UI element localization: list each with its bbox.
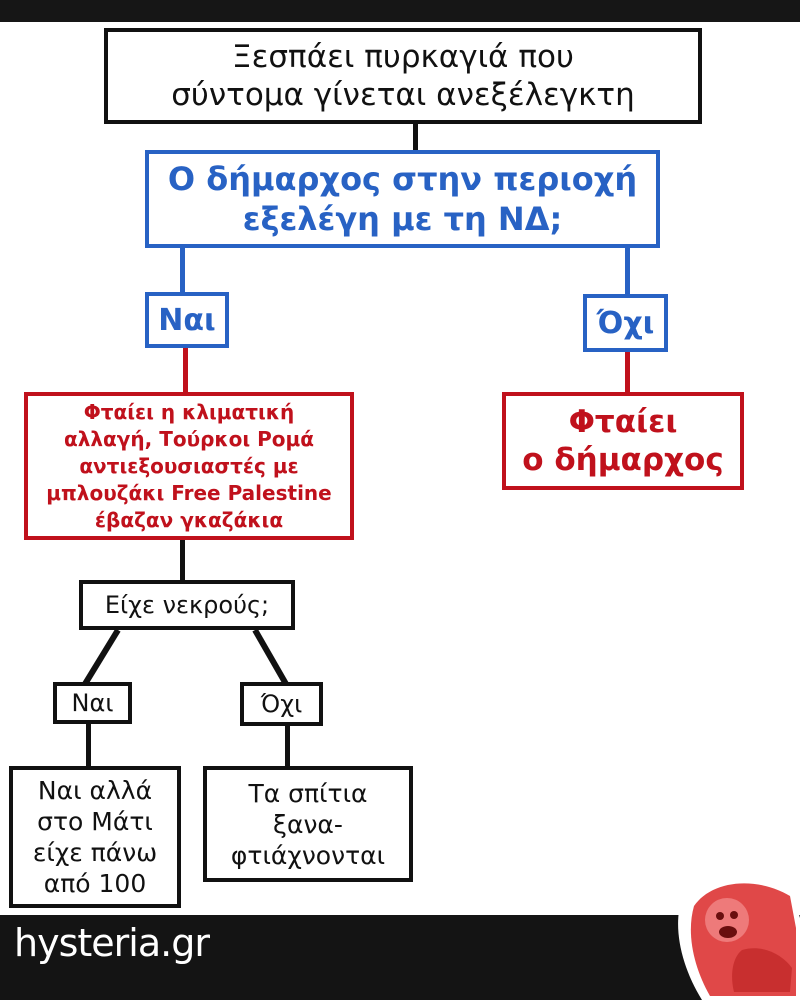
- result-mayor-node: Φταίει ο δήμαρχος: [502, 392, 744, 490]
- top-band: [0, 0, 800, 22]
- question-mayor-node: Ο δήμαρχος στην περιοχή εξελέγη με τη ΝΔ…: [145, 150, 660, 248]
- hysteria-logo: hysteria.gr: [14, 921, 210, 965]
- connector-q2-no-result: [285, 724, 290, 768]
- result-climate-text: Φταίει η κλιματική αλλαγή, Τούρκοι Ρομά …: [46, 399, 332, 532]
- deaths-yes-result-text: Ναι αλλά στο Μάτι είχε πάνω από 100: [32, 776, 158, 898]
- connector-root-q1: [413, 122, 418, 152]
- mascot-illustration: [678, 871, 800, 1000]
- answer-no-node: Όχι: [583, 294, 668, 352]
- question-deaths-text: Είχε νεκρούς;: [104, 591, 270, 619]
- deaths-yes-text: Ναι: [71, 689, 114, 717]
- bottom-band: [0, 915, 800, 1000]
- deaths-no-node: Όχι: [240, 682, 323, 726]
- connector-result-q2: [180, 538, 185, 582]
- start-node-text: Ξεσπάει πυρκαγιά που σύντομα γίνεται ανε…: [171, 39, 635, 113]
- answer-yes-text: Ναι: [158, 302, 216, 338]
- question-mayor-text: Ο δήμαρχος στην περιοχή εξελέγη με τη ΝΔ…: [167, 160, 638, 238]
- answer-yes-node: Ναι: [145, 292, 229, 348]
- connector-q1-yes: [180, 246, 185, 294]
- deaths-no-result-text: Τα σπίτια ξανα- φτιάχνονται: [230, 778, 386, 870]
- result-climate-node: Φταίει η κλιματική αλλαγή, Τούρκοι Ρομά …: [24, 392, 354, 540]
- connector-no-result: [625, 350, 630, 394]
- result-mayor-text: Φταίει ο δήμαρχος: [522, 404, 724, 478]
- deaths-no-result-node: Τα σπίτια ξανα- φτιάχνονται: [203, 766, 413, 882]
- connector-yes-result: [183, 346, 188, 394]
- connector-q1-no: [625, 246, 630, 294]
- connector-q2-yes-result: [86, 722, 91, 768]
- deaths-yes-result-node: Ναι αλλά στο Μάτι είχε πάνω από 100: [9, 766, 181, 908]
- answer-no-text: Όχι: [596, 305, 655, 341]
- deaths-yes-node: Ναι: [53, 682, 132, 724]
- start-node: Ξεσπάει πυρκαγιά που σύντομα γίνεται ανε…: [104, 28, 702, 124]
- deaths-no-text: Όχι: [260, 690, 303, 718]
- question-deaths-node: Είχε νεκρούς;: [79, 580, 295, 630]
